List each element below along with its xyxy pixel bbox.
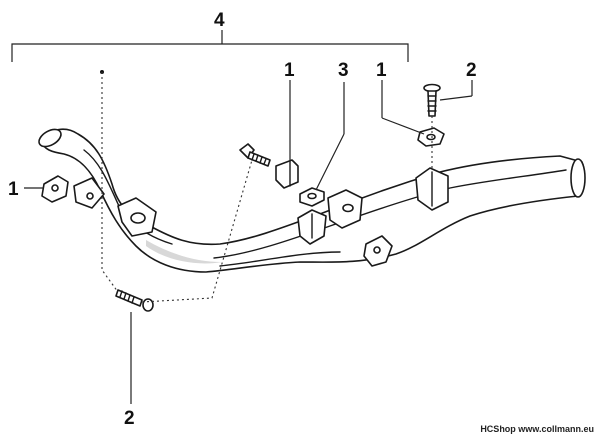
leader-lines bbox=[24, 70, 473, 404]
left-bracket bbox=[73, 177, 157, 237]
mid-tab-1 bbox=[297, 209, 327, 245]
callout-1-right: 1 bbox=[376, 60, 387, 81]
callout-2-bottom: 2 bbox=[124, 408, 135, 429]
clip-left bbox=[41, 175, 69, 203]
screw-bottom bbox=[115, 289, 154, 312]
mid-tab-2 bbox=[327, 189, 363, 229]
watermark-text: HCShop www.collmann.eu bbox=[480, 424, 594, 434]
clip-mid bbox=[275, 159, 299, 189]
screw-top-right bbox=[423, 83, 441, 117]
lower-tab bbox=[363, 235, 393, 267]
callout-1-left: 1 bbox=[8, 179, 19, 200]
callout-1-mid: 1 bbox=[284, 60, 295, 81]
right-saddle bbox=[415, 167, 449, 211]
callout-3: 3 bbox=[338, 60, 349, 81]
callout-4: 4 bbox=[214, 10, 225, 31]
clip-right bbox=[417, 127, 445, 147]
nut-mid bbox=[299, 187, 325, 207]
screw-top-mid bbox=[239, 143, 271, 167]
callout-2-right: 2 bbox=[466, 60, 477, 81]
assembly-bracket bbox=[11, 30, 409, 62]
